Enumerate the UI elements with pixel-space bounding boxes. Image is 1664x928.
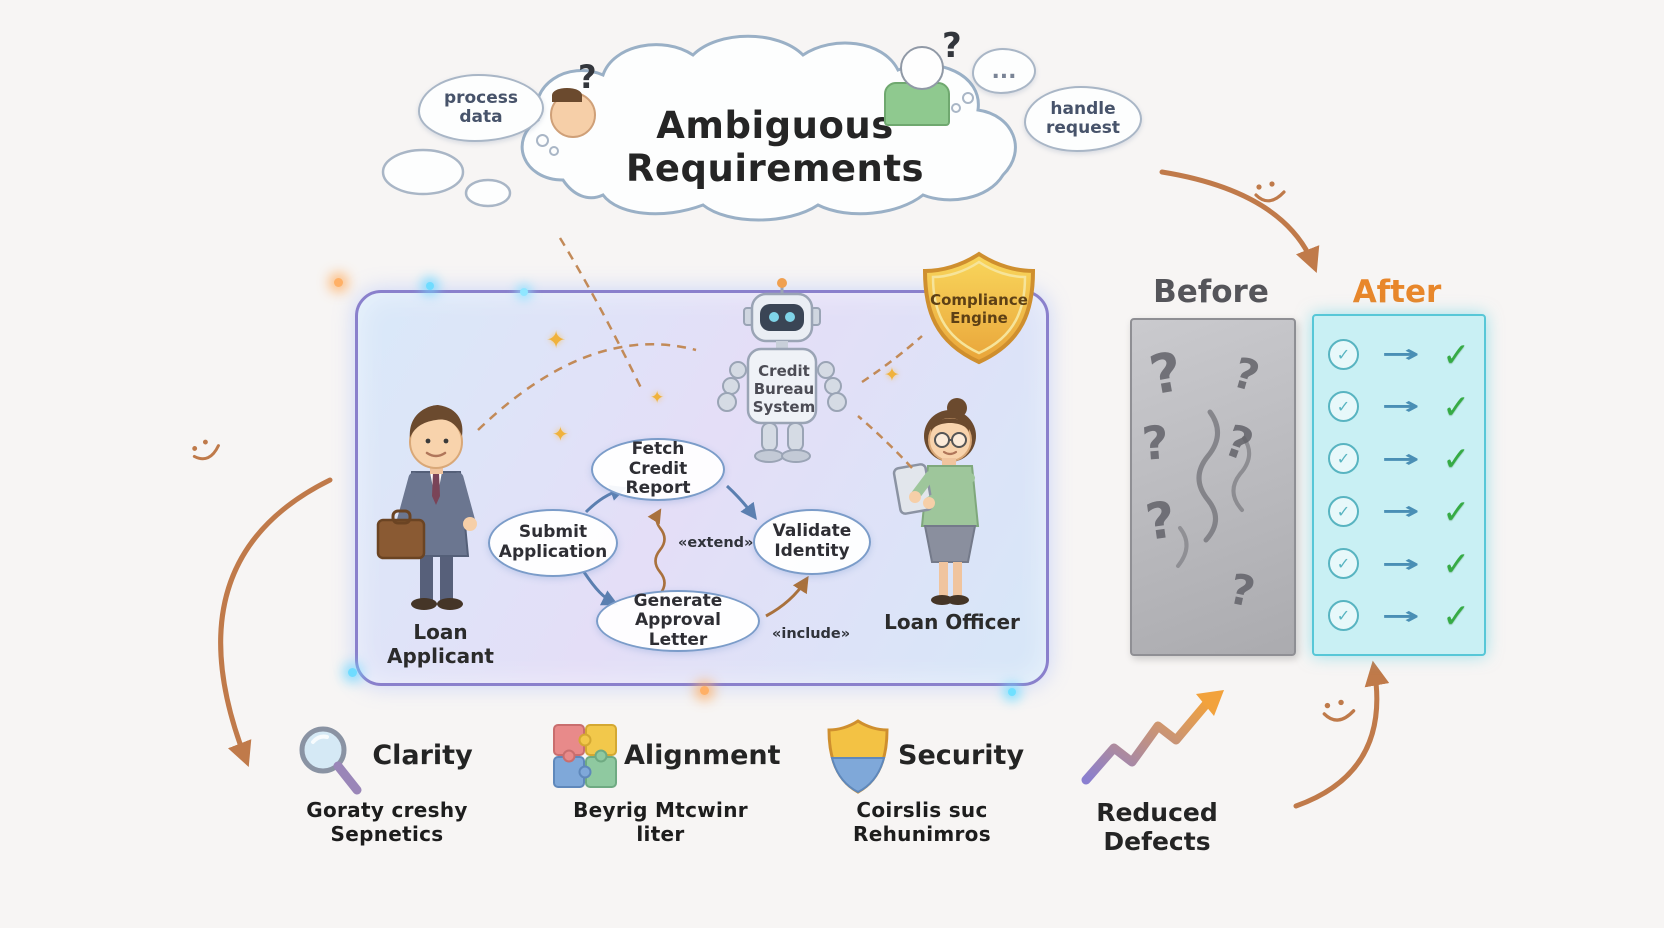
- thought-bubble-right: handle request: [1024, 86, 1142, 152]
- loan-officer-label: Loan Officer: [884, 610, 1020, 634]
- dashed-line: [477, 343, 697, 431]
- after-row: ✓ → ✓: [1328, 332, 1470, 376]
- glow-dot: [426, 282, 434, 290]
- check-icon: ✓: [1442, 596, 1470, 636]
- question-mark: ?: [578, 58, 597, 96]
- arrow-cloud-to-after: [1159, 169, 1320, 273]
- bubble-dot: [536, 134, 549, 147]
- arrow-icon: →: [1381, 340, 1420, 368]
- usecase-validate-identity: Validate Identity: [753, 509, 871, 575]
- dots-text: ...: [991, 58, 1017, 84]
- check-icon: ✓: [1328, 443, 1359, 475]
- check-icon: ✓: [1328, 600, 1359, 632]
- bubble-dot: [549, 146, 559, 156]
- extend-squiggle-arrow: [647, 508, 666, 595]
- trend-arrowhead: [1196, 690, 1224, 716]
- speech-bubble-dots: ...: [972, 48, 1036, 94]
- check-icon: ✓: [1328, 338, 1359, 370]
- person-hair: [552, 88, 582, 102]
- credit-bureau-robot-figure: [717, 278, 847, 463]
- after-row: ✓ → ✓: [1328, 594, 1470, 638]
- benefit-clarity-subtext: Goraty creshy Sepnetics: [306, 798, 468, 846]
- before-panel: ? ? ? ? ? ?: [1130, 318, 1296, 656]
- shield-icon: [827, 719, 889, 794]
- arrow-box-to-benefits: [218, 477, 333, 767]
- before-heading: Before: [1153, 274, 1269, 310]
- sparkle-icon: ✦: [884, 364, 900, 386]
- dashed-line: [558, 237, 644, 391]
- check-icon: ✓: [1442, 491, 1470, 531]
- after-row: ✓ → ✓: [1328, 384, 1470, 428]
- sparkle-icon: ✦: [546, 326, 567, 354]
- glow-dot: [334, 278, 343, 287]
- after-row: ✓ → ✓: [1328, 437, 1470, 481]
- cloud-puff: [464, 178, 512, 208]
- check-icon: ✓: [1442, 334, 1470, 374]
- compliance-shield: [922, 251, 1036, 365]
- puzzle-icon: [553, 724, 617, 788]
- check-icon: ✓: [1328, 495, 1359, 527]
- trend-arrow-icon: [1081, 697, 1213, 785]
- confused-person-right-head: [900, 46, 944, 90]
- arrow-icon: →: [1381, 601, 1420, 630]
- cloud-puff: [381, 148, 465, 196]
- after-row: ✓ → ✓: [1328, 542, 1470, 586]
- loan-applicant-figure: [376, 405, 477, 610]
- stereotype-extend: «extend»: [678, 535, 754, 551]
- magnifier-icon: [299, 726, 362, 795]
- glow-dot: [700, 686, 709, 695]
- usecase-generate-approval-letter: Generate Approval Letter: [596, 590, 760, 652]
- compliance-shield-label: Compliance Engine: [930, 291, 1028, 327]
- sparkle-icon: ✦: [552, 422, 569, 446]
- before-scribbles: [1176, 409, 1252, 568]
- glow-dot: [520, 288, 528, 296]
- loan-officer-figure: [892, 398, 980, 605]
- check-icon: ✓: [1328, 390, 1359, 422]
- benefit-security-subtext: Coirslis suc Rehunimros: [853, 798, 991, 846]
- benefit-reduced-defects-label: Reduced Defects: [1096, 798, 1218, 856]
- check-icon: ✓: [1442, 439, 1470, 479]
- dashed-line: [857, 415, 913, 469]
- thought-bubble-left: process data: [418, 74, 544, 142]
- benefit-clarity-label: Clarity: [372, 740, 473, 771]
- main-title: Ambiguous Requirements: [575, 100, 975, 196]
- usecase-fetch-credit-report: Fetch Credit Report: [591, 438, 725, 501]
- main-title-line2: Requirements: [625, 147, 925, 190]
- smiley-icon: [1322, 699, 1356, 722]
- robot-label: Credit Bureau System: [752, 362, 816, 416]
- after-panel: ✓ → ✓ ✓ → ✓ ✓ → ✓ ✓ → ✓ ✓ → ✓ ✓ → ✓: [1312, 314, 1486, 656]
- arrow-icon: →: [1381, 392, 1420, 421]
- question-mark: ?: [942, 26, 962, 66]
- dashed-line: [861, 335, 923, 384]
- benefit-alignment-label: Alignment: [624, 740, 781, 771]
- smiley-icon: [192, 439, 220, 461]
- main-title-line1: Ambiguous: [656, 104, 894, 148]
- benefit-security-label: Security: [898, 740, 1025, 771]
- smiley-icon: [1254, 181, 1286, 203]
- after-rows: ✓ → ✓ ✓ → ✓ ✓ → ✓ ✓ → ✓ ✓ → ✓ ✓ → ✓: [1314, 316, 1484, 654]
- arrow-fetch-to-validate: [725, 484, 757, 520]
- benefit-alignment-subtext: Beyrig Mtcwinr liter: [573, 798, 748, 846]
- thought-right-text: handle request: [1046, 99, 1120, 138]
- sparkle-icon: ✦: [650, 388, 665, 408]
- bubble-dot: [951, 103, 961, 113]
- bubble-dot: [962, 92, 974, 104]
- check-icon: ✓: [1328, 548, 1359, 580]
- after-heading: After: [1352, 274, 1442, 310]
- arrow-icon: →: [1381, 549, 1420, 578]
- check-icon: ✓: [1442, 544, 1470, 584]
- arrow-icon: →: [1381, 444, 1420, 473]
- arrow-icon: →: [1381, 497, 1420, 526]
- include-arrow: [765, 575, 809, 618]
- glow-dot: [1008, 688, 1016, 696]
- check-icon: ✓: [1442, 386, 1470, 426]
- loan-applicant-label: Loan Applicant: [387, 620, 494, 668]
- arrow-benefits-to-after: [1293, 660, 1390, 809]
- stereotype-include: «include»: [772, 626, 851, 642]
- usecase-submit-application: Submit Application: [488, 509, 618, 577]
- after-row: ✓ → ✓: [1328, 489, 1470, 533]
- thought-left-text: process data: [443, 88, 519, 127]
- glow-dot: [348, 668, 357, 677]
